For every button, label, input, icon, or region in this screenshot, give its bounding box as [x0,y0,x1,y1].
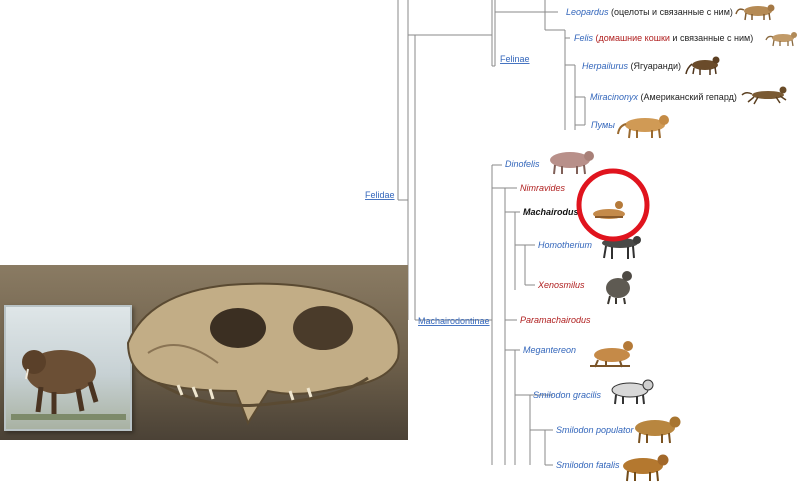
taxon-smilodon-gracilis[interactable]: Smilodon gracilis [533,390,602,400]
taxon-miracinonyx-note: (Американский гепард) [638,92,737,102]
taxon-nimravides[interactable]: Nimravides [520,183,566,193]
illustration-placard [4,305,132,431]
taxon-leopardus: Leopardus (оцелоты и связанные с ним) [566,7,733,17]
taxon-felis-note: и связанные с ним) [670,33,753,43]
miracinonyx-animal-icon [741,86,787,105]
clade-label-felinae[interactable]: Felinae [500,54,530,64]
animal-thumbnails [550,4,797,482]
taxon-xenosmilus[interactable]: Xenosmilus [537,280,585,290]
museum-photo [0,265,408,440]
pumy-animal-icon [617,115,669,139]
taxon-homotherium[interactable]: Homotherium [538,240,593,250]
taxon-herpailurus: Herpailurus (Ягуаранди) [582,61,681,71]
taxon-smilodon-populator[interactable]: Smilodon populator [556,425,635,435]
felis-animal-icon [765,32,797,47]
clade-label-felidae[interactable]: Felidae [365,190,395,200]
clade-label-machairodontinae[interactable]: Machairodontinae [418,316,490,326]
taxon-felis: Felis (домашние кошки и связанные с ним) [574,33,753,43]
taxon-felis-name[interactable]: Felis [574,33,594,43]
highlight-circle [576,168,650,242]
megantereon-animal-icon [590,341,633,368]
tree-branches [397,0,586,466]
taxon-megantereon[interactable]: Megantereon [523,345,576,355]
smilodon-gracilis-animal-icon [611,379,654,405]
herpailurus-animal-icon [685,56,720,75]
taxon-felis-note-red[interactable]: (домашние кошки [593,33,670,43]
taxon-leopardus-name[interactable]: Leopardus [566,7,609,17]
leopardus-animal-icon [735,4,775,21]
taxon-smilodon-fatalis[interactable]: Smilodon fatalis [556,460,620,470]
xenosmilus-animal-icon [606,271,632,305]
taxon-pumy[interactable]: Пумы [591,120,615,130]
taxon-miracinonyx: Miracinonyx (Американский гепард) [590,92,737,102]
smilodon-populator-animal-icon [635,416,681,444]
machairodus-animal-icon [593,201,625,219]
taxon-leopardus-note: (оцелоты и связанные с ним) [609,7,733,17]
dinofelis-animal-icon [550,151,594,175]
taxon-paramachairodus[interactable]: Paramachairodus [520,315,591,325]
taxon-herpailurus-note: (Ягуаранди) [628,61,681,71]
taxon-herpailurus-name[interactable]: Herpailurus [582,61,629,71]
sabertooth-illustration [11,350,126,420]
taxon-miracinonyx-name[interactable]: Miracinonyx [590,92,639,102]
smilodon-fatalis-animal-icon [623,454,669,482]
sabertooth-skull [126,282,400,426]
taxon-machairodus: Machairodus [523,207,579,217]
taxon-dinofelis[interactable]: Dinofelis [505,159,540,169]
